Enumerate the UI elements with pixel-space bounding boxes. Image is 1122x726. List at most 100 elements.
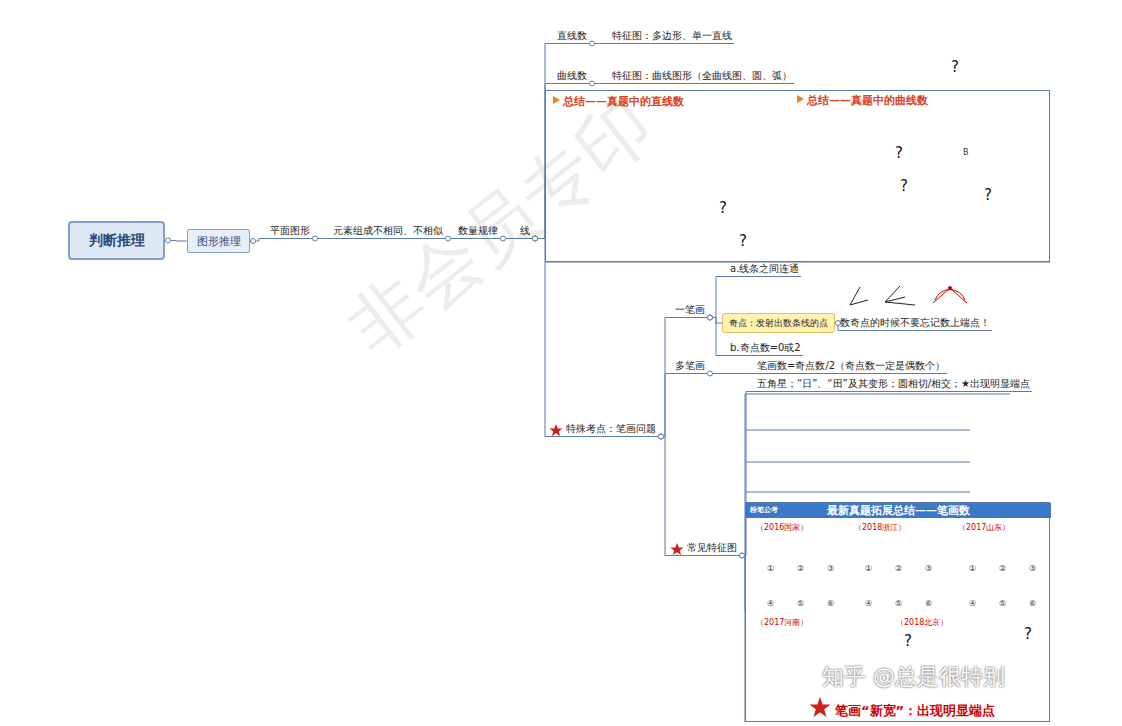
connector <box>171 240 188 242</box>
topic: 一笔画 <box>673 304 707 318</box>
connector <box>713 277 729 318</box>
topic: 平面图形 <box>268 225 312 239</box>
year-label: （2017河南） <box>756 617 808 628</box>
connector <box>745 392 756 556</box>
question-mark: ? <box>900 177 908 195</box>
collapse-dot <box>659 434 664 439</box>
root-topic: 判断推理 <box>68 221 165 260</box>
collapse-dot <box>708 315 713 320</box>
node-text: 曲线数 <box>557 70 587 82</box>
topic: 五角星；“日”、“田”及其变形；圆相切/相交；★出现明显端点 <box>755 378 1032 392</box>
orange-marker <box>553 96 560 104</box>
topic: b.奇点数=0或2 <box>728 342 803 356</box>
collapse-dot <box>659 434 664 439</box>
node-text: 特殊考点：笔画问题 <box>566 423 656 435</box>
callout-number: ④ <box>969 599 976 608</box>
node-text: 总结——真题中的直线数 <box>563 94 684 109</box>
callout-number: ⑤ <box>999 599 1006 608</box>
topic: 特征图：曲线图形（全曲线图、圆、弧） <box>610 70 794 84</box>
main-topic: 图形推理 <box>187 229 250 253</box>
topic: 直线数 <box>555 30 589 44</box>
question-mark: ? <box>951 58 959 76</box>
row-separator <box>745 394 1010 492</box>
callout-number: ⑥ <box>1029 599 1036 608</box>
callout-number: ⑥ <box>925 599 932 608</box>
callout-number: ③ <box>827 564 834 573</box>
node-text: 一笔画 <box>675 304 705 316</box>
collapse-dot <box>708 315 713 320</box>
red-star <box>810 697 831 717</box>
connector <box>664 437 686 556</box>
brand-logo: 粉笔公考 <box>750 505 778 515</box>
collapse-dot <box>166 238 171 243</box>
collapse-dot <box>590 41 595 46</box>
figure-letter: B <box>963 148 969 157</box>
watermark: 知乎 @总是很特别 <box>822 662 1005 692</box>
collapse-dot <box>590 81 595 86</box>
collapse-dot <box>708 371 713 376</box>
connector <box>713 318 723 324</box>
node-text: 多笔画 <box>675 360 705 372</box>
node-text: 直线数 <box>557 30 587 42</box>
topic: 线 <box>518 225 532 239</box>
summary-panel: 总结——真题中的直线数 总结——真题中的曲线数 <box>545 90 1050 262</box>
connector <box>664 374 674 437</box>
topic: 多笔画 <box>673 360 707 374</box>
question-mark: ? <box>1024 625 1032 643</box>
connector <box>318 238 332 239</box>
node-text: 常见特征图 <box>687 542 737 554</box>
collapse-dot <box>740 553 745 558</box>
topic: 数量规律 <box>456 225 500 239</box>
question-mark: ? <box>984 186 992 204</box>
callout-number: ② <box>895 564 902 573</box>
orange-marker <box>797 95 804 103</box>
angle-figure <box>935 290 965 300</box>
topic: 数奇点的时候不要忘记数上端点！ <box>838 317 992 331</box>
node-subtext: 总结——真题中的曲线数 <box>807 93 928 108</box>
callout-number: ④ <box>767 599 774 608</box>
callout-number: ④ <box>865 599 872 608</box>
callout-number: ⑤ <box>895 599 902 608</box>
question-mark: ? <box>895 144 903 162</box>
topic: 元素组成不相同、不相似 <box>331 225 445 239</box>
angle-figure <box>933 288 967 303</box>
callout-number: ⑥ <box>827 599 834 608</box>
connector <box>595 43 611 44</box>
endpoint-dot <box>948 286 952 290</box>
red-star <box>671 543 684 555</box>
node-text: b.奇点数=0或2 <box>730 342 801 354</box>
connector <box>713 373 756 374</box>
callout-number: ⑤ <box>797 599 804 608</box>
node-text: a.线条之间连通 <box>730 263 799 275</box>
callout-number: ③ <box>925 564 932 573</box>
node-text: 元素组成不相同、不相似 <box>333 225 443 237</box>
question-mark: ? <box>719 199 727 217</box>
topic: 常见特征图 <box>685 542 739 556</box>
angle-figure <box>885 286 915 305</box>
node-text: 数量规律 <box>458 225 498 237</box>
collapse-dot <box>251 239 256 244</box>
node-text: 最新真题拓展总结——笔画数 <box>746 503 1051 518</box>
node-text: 特征图：曲线图形（全曲线图、圆、弧） <box>612 70 792 82</box>
callout-number: ② <box>797 564 804 573</box>
callout-box: 奇点：发射出数条线的点 <box>722 313 835 333</box>
collapse-dot <box>836 321 841 326</box>
collapse-dot <box>659 434 664 439</box>
topic: 特征图：多边形、单一直线 <box>610 30 734 44</box>
connector <box>664 318 674 437</box>
collapse-dot <box>740 553 745 558</box>
callout-number: ① <box>767 564 774 573</box>
connector <box>538 239 565 437</box>
connector <box>256 239 269 242</box>
topic: 笔画数=奇点数/2（奇点数一定是偶数个） <box>755 360 947 374</box>
collapse-dot <box>708 315 713 320</box>
topic: a.线条之间连通 <box>728 263 801 277</box>
year-label: （2016国家） <box>756 522 808 533</box>
node-text: 线 <box>520 225 530 237</box>
node-text: 特征图：多边形、单一直线 <box>612 30 732 42</box>
node-text: 判断推理 <box>89 232 145 250</box>
year-label: （2018浙江） <box>854 522 906 533</box>
